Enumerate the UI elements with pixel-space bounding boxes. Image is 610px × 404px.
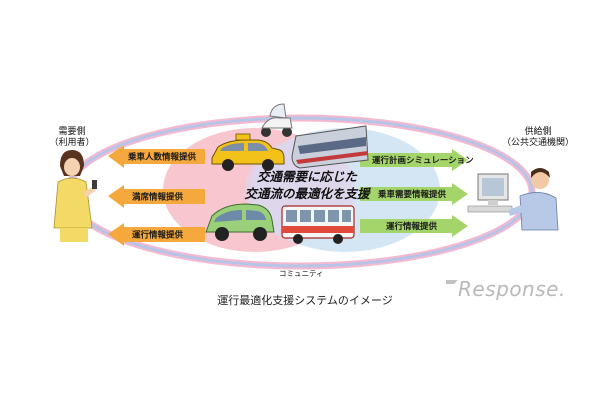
right-arrow-3-label: 運行情報提供 — [386, 221, 438, 232]
left-arrow-1-label: 乗車人数情報提供 — [127, 152, 197, 163]
diagram-caption: 運行最適化支援システムのイメージ — [217, 294, 393, 307]
taxi-icon — [211, 133, 285, 171]
demand-side-sub: （利用者） — [49, 138, 95, 148]
man-computer-icon — [467, 168, 559, 231]
supply-side-sub: （公共交通機関） — [501, 138, 574, 148]
right-arrow-3: 運行情報提供 — [360, 215, 468, 237]
left-arrow-2-label: 満席情報提供 — [132, 192, 184, 203]
supply-side-label: 供給側 （公共交通機関） — [498, 127, 578, 149]
center-title: 交通需要に応じた 交通流の最適化を支援 — [222, 168, 392, 202]
woman-user-icon — [53, 150, 97, 242]
bus-icon — [281, 205, 355, 244]
green-car-icon — [205, 203, 275, 241]
left-arrow-2: 満席情報提供 — [108, 185, 205, 208]
right-arrow-2: 乗車需要情報提供 — [360, 183, 468, 205]
right-arrow-1-label: 運行計画シミュレーション — [372, 155, 474, 166]
right-arrow-2-label: 乗車需要情報提供 — [377, 189, 447, 200]
brand-logo: Response. — [458, 277, 566, 301]
demand-side-title: 需要側 — [58, 127, 86, 137]
left-arrow-3-label: 運行情報提供 — [132, 230, 184, 241]
right-arrow-1: 運行計画シミュレーション — [360, 149, 474, 171]
train-icon — [291, 125, 369, 169]
left-arrow-1: 乗車人数情報提供 — [108, 145, 205, 168]
supply-side-title: 供給側 — [524, 127, 552, 137]
demand-side-label: 需要側 （利用者） — [47, 127, 97, 149]
center-title-line2: 交通流の最適化を支援 — [244, 186, 370, 201]
brand-swoosh-icon — [446, 280, 458, 284]
community-label: コミュニティ — [279, 269, 324, 278]
left-arrow-3: 運行情報提供 — [108, 223, 205, 246]
center-title-line1: 交通需要に応じた — [256, 169, 357, 184]
scooter-icon — [261, 103, 293, 137]
